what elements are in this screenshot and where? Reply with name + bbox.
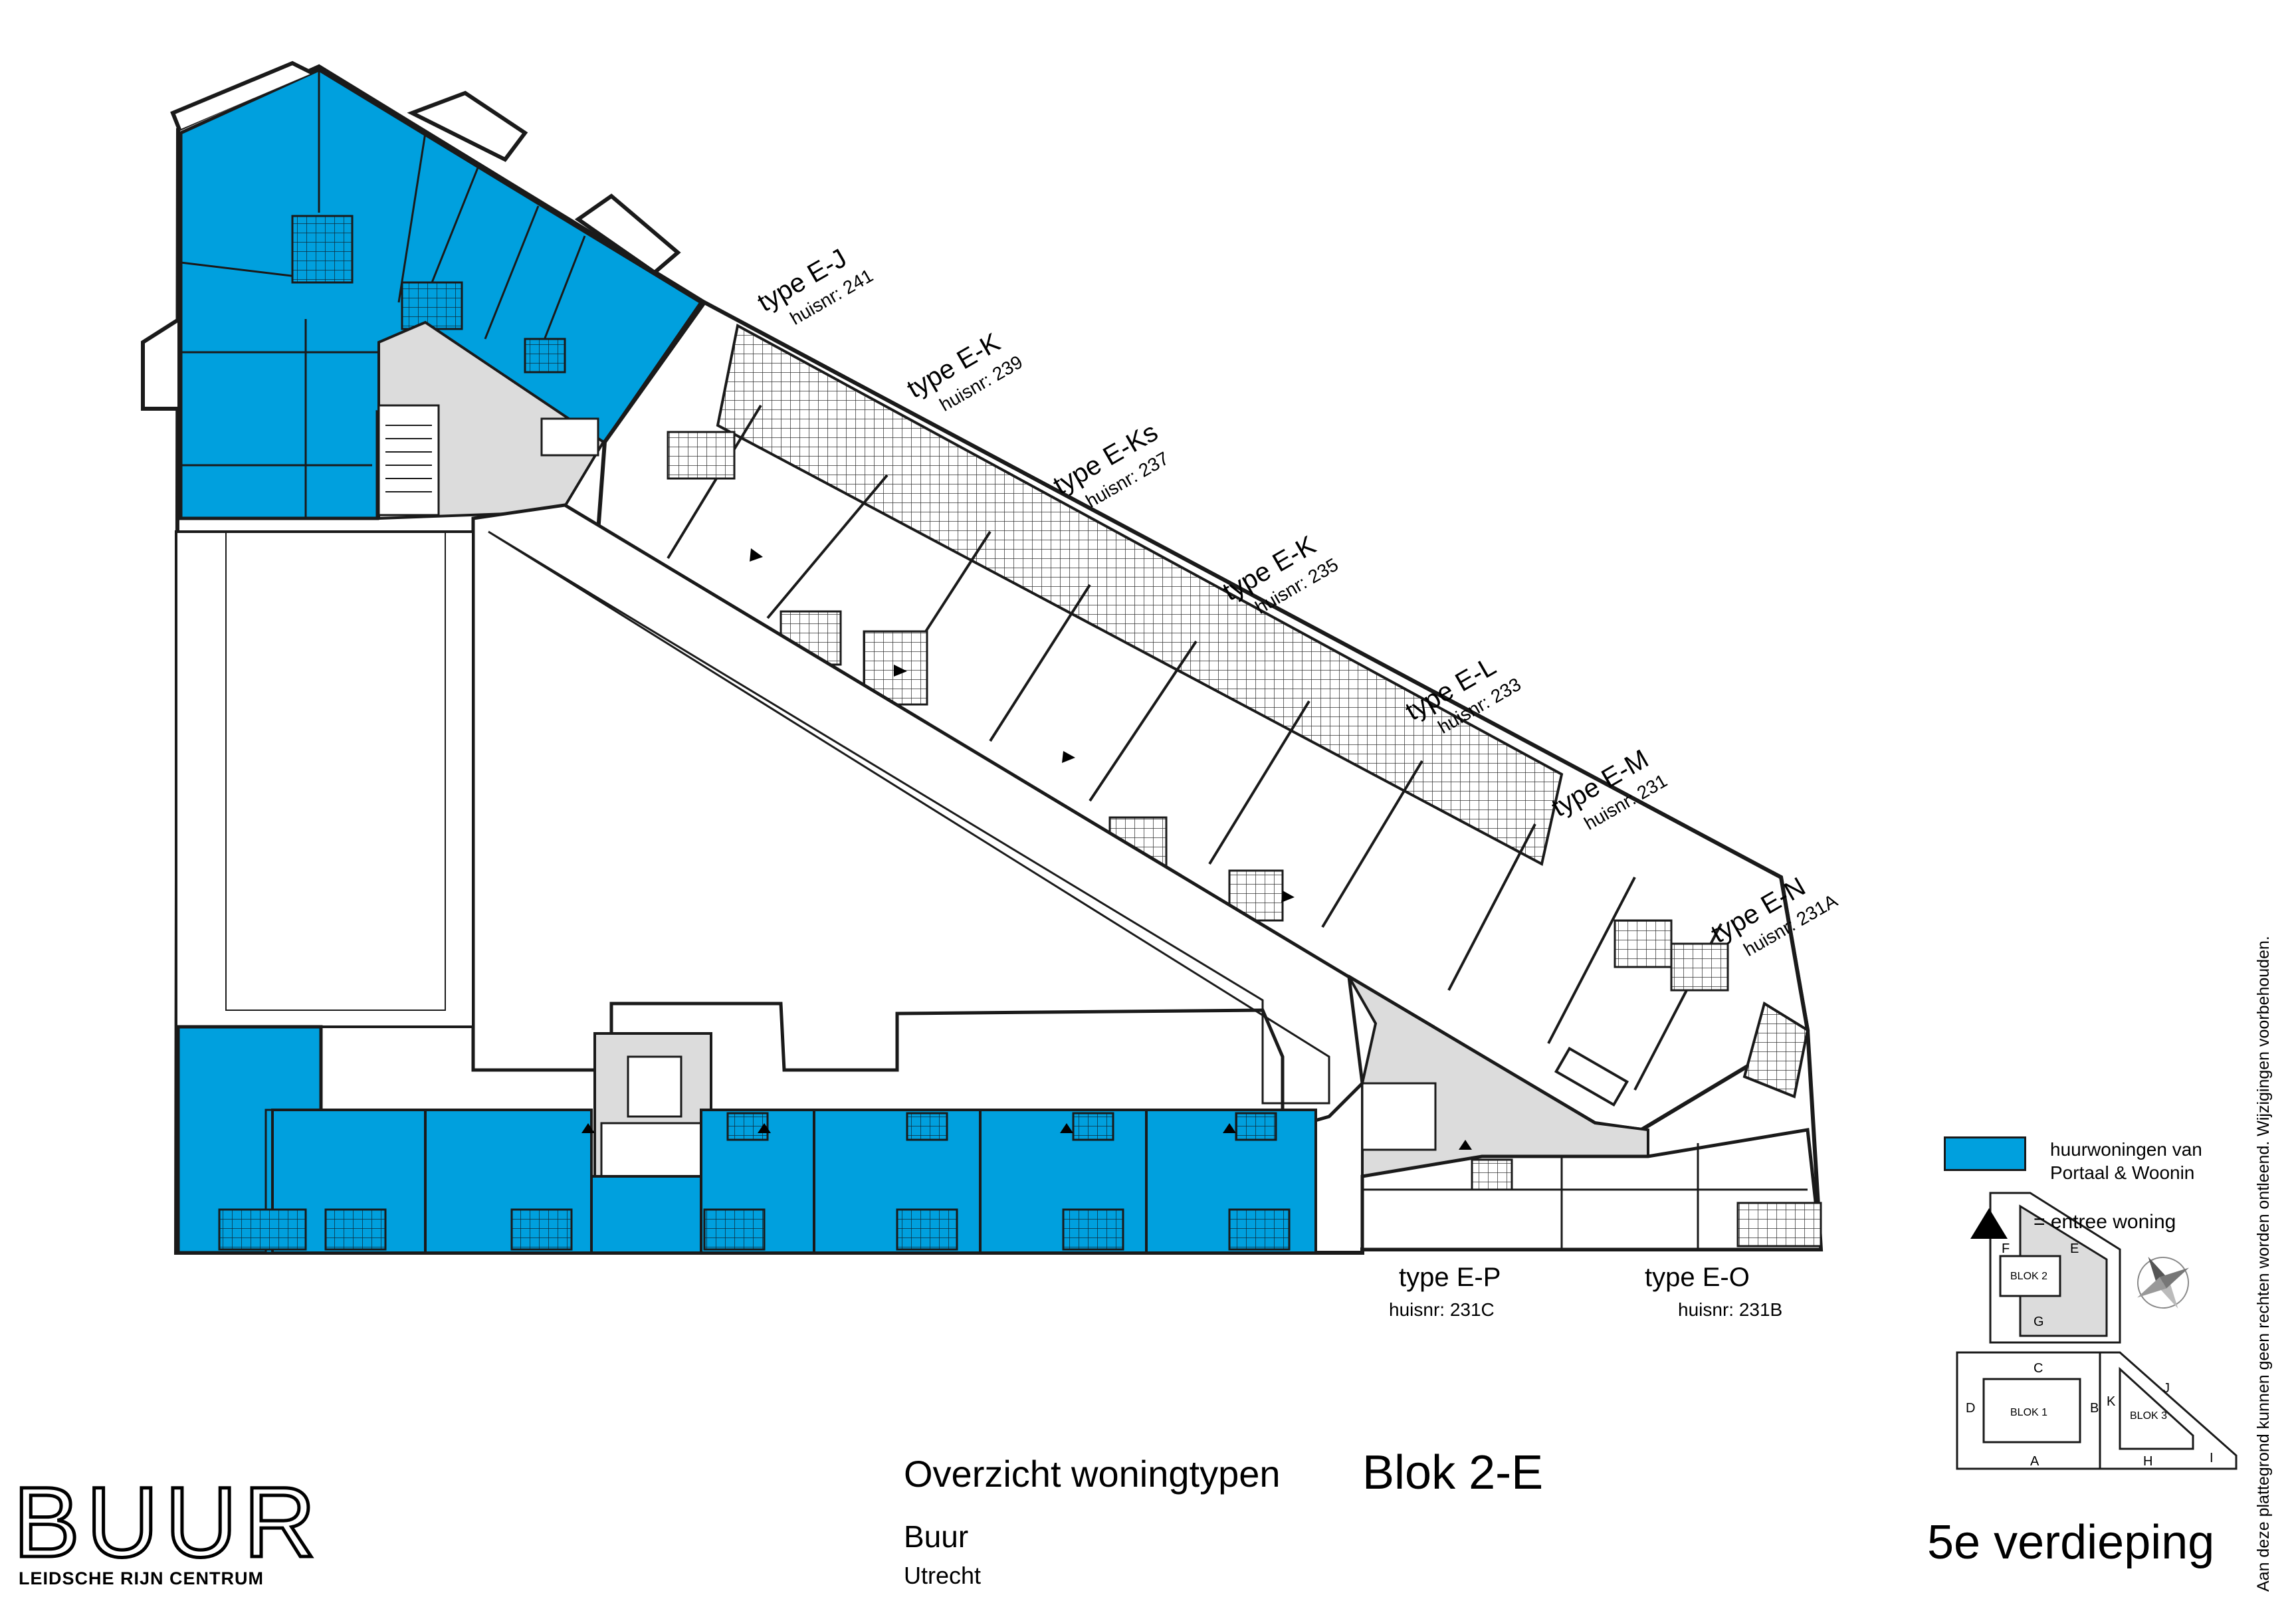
logo-word: BUUR [11,1466,323,1578]
unit-label-type: type E-O [1645,1263,1750,1292]
key-letter: F [2002,1241,2010,1256]
legend-rental-text: huurwoningen van Portaal & Woonin [2050,1138,2202,1184]
key-letter: K [2107,1394,2116,1409]
legend-rental-line1: huurwoningen van [2050,1139,2202,1160]
key-map: F E G C D B A K J H I BLOK 2 BLOK 1 BLOK… [1956,1192,2238,1470]
logo-subtitle: LEIDSCHE RIJN CENTRUM [19,1568,264,1588]
disclaimer: Aan deze plattegrond kunnen geen rechten… [2254,936,2273,1592]
legend-rental-line2: Portaal & Woonin [2050,1162,2195,1183]
legend-rental-swatch [1944,1136,2026,1171]
key-letter: D [1966,1401,1975,1416]
project-city: Utrecht [904,1562,982,1589]
unit-label-type: type E-P [1399,1263,1501,1292]
key-letter: E [2070,1241,2079,1256]
core-bottom-center [593,1032,712,1201]
entree-markers [581,548,1472,1150]
key-blok-label: BLOK 3 [2130,1410,2167,1422]
drawing-title: Overzicht woningtypen [904,1453,1281,1495]
core-right [1345,973,1649,1178]
key-letter: J [2163,1381,2170,1396]
unit-label-nr: huisnr: 231B [1678,1299,1782,1320]
rental-units-top-left [179,68,704,520]
key-letter: A [2030,1454,2039,1469]
key-letter: C [2034,1361,2043,1376]
entree-triangle-icon [1970,1208,2008,1239]
key-letter: H [2143,1454,2152,1469]
diagonal-units [595,300,1810,1132]
legend-entree-text: = entree woning [2034,1211,2176,1233]
core-top-left [377,320,605,520]
floor-label: 5e verdieping [1927,1516,2215,1569]
project-name: Buur [904,1519,969,1554]
units-bottom-right [1360,1128,1823,1251]
key-blok-label: BLOK 1 [2010,1407,2047,1418]
rental-units-bottom [176,1025,1317,1255]
key-letter: B [2090,1401,2099,1416]
bottom-unit-labels: type E-P huisnr: 231C type E-O huisnr: 2… [1389,1263,1782,1320]
unit-label-nr: huisnr: 231C [1389,1299,1495,1320]
courtyard [175,503,1364,1132]
key-blok-label: BLOK 2 [2010,1271,2047,1282]
compass-icon [2137,1257,2189,1309]
drawing-blok: Blok 2-E [1362,1446,1544,1499]
buur-logo: BUUR LEIDSCHE RIJN CENTRUM [11,1471,317,1592]
bay-windows [141,60,681,411]
key-letter: I [2210,1451,2214,1465]
key-letter: G [2034,1315,2044,1329]
